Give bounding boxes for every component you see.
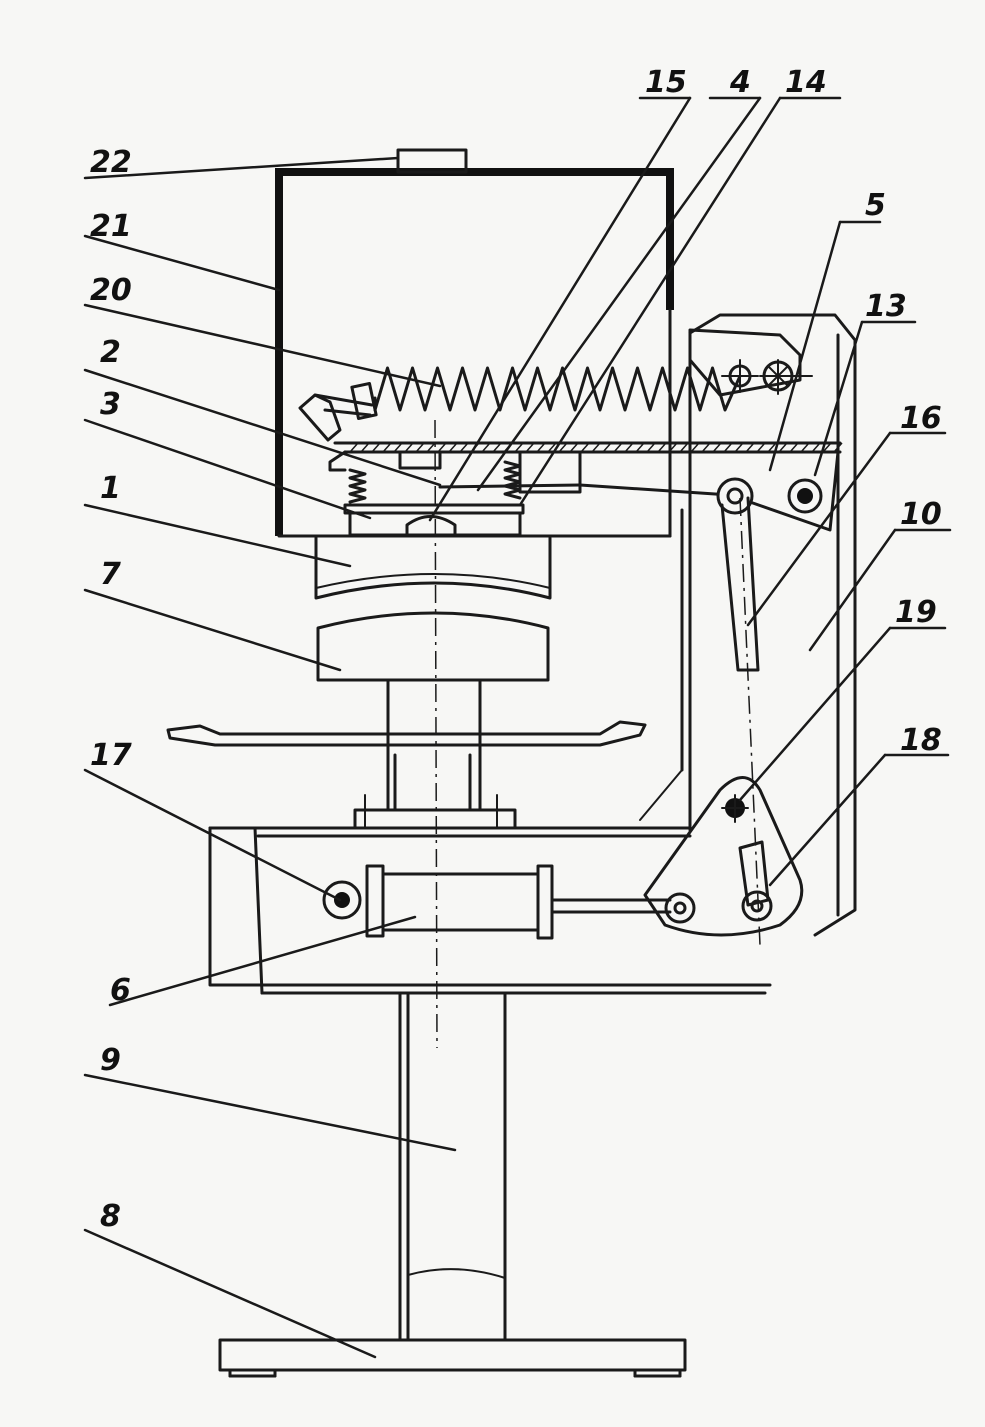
plate-hatch [690,442,700,453]
label-4: 4 [729,65,751,100]
plate-hatch [734,442,744,453]
plate-hatch [778,442,788,453]
right-frame [639,313,857,937]
leader-lines [83,96,952,1359]
plate-hatch [481,442,491,453]
plate-hatch [701,442,711,453]
label-6: 6 [110,973,131,1008]
upper-die [314,536,552,600]
plate-hatch [712,442,722,453]
plate-hatch [767,442,777,453]
plate-hatch [393,442,403,453]
plate-hatch [382,442,392,453]
label-9: 9 [100,1043,121,1078]
part-labels: 22 21 20 2 3 1 7 17 6 9 8 15 4 14 5 13 1… [90,65,942,1234]
tray [166,720,647,747]
plate-hatch [602,442,612,453]
plate-hatch [591,442,601,453]
label-15: 15 [645,65,687,100]
plate-hatch [492,442,502,453]
label-13: 13 [865,289,907,324]
plate-hatch [635,442,645,453]
plate-hatch [679,442,689,453]
label-22: 22 [90,145,132,180]
lower-housing [208,794,772,995]
plate-hatch [800,442,810,453]
label-16: 16 [900,401,942,436]
plate-hatch [613,442,623,453]
plate-hatch [349,442,359,453]
plate-hatch [360,442,370,453]
label-10: 10 [900,497,942,532]
label-5: 5 [865,188,886,223]
center-axis [434,419,438,1049]
label-17: 17 [90,738,132,773]
plate-hatch [833,442,843,453]
label-3: 3 [100,387,121,422]
label-7: 7 [100,557,121,592]
plate-hatch [580,442,590,453]
hatched-plate [328,441,843,472]
plate-hatch [371,442,381,453]
label-2: 2 [100,335,121,370]
plate-hatch [459,442,469,453]
base-plate [218,1338,687,1378]
spring [298,366,742,442]
label-21: 21 [90,209,132,244]
link-plate [438,328,840,532]
hopper-box [275,148,674,538]
plate-hatch [668,442,678,453]
label-19: 19 [895,595,937,630]
plate-hatch [756,442,766,453]
label-20: 20 [90,273,132,308]
plate-hatch [646,442,656,453]
plate-hatch [624,442,634,453]
lower-die [316,611,550,682]
plate-hatch [657,442,667,453]
triangle-lever [643,776,804,937]
plate-hatch [822,442,832,453]
plate-hatch [745,442,755,453]
plate-hatch [811,442,821,453]
plate-hatch [723,442,733,453]
column [398,991,507,1342]
cylinder [322,864,672,940]
plate-hatch [789,442,799,453]
label-18: 18 [900,723,942,758]
connecting-rod [720,496,761,946]
label-1: 1 [100,471,121,506]
label-14: 14 [785,65,827,100]
plate-hatch [448,442,458,453]
plate-hatch [514,442,524,453]
label-8: 8 [100,1199,121,1234]
